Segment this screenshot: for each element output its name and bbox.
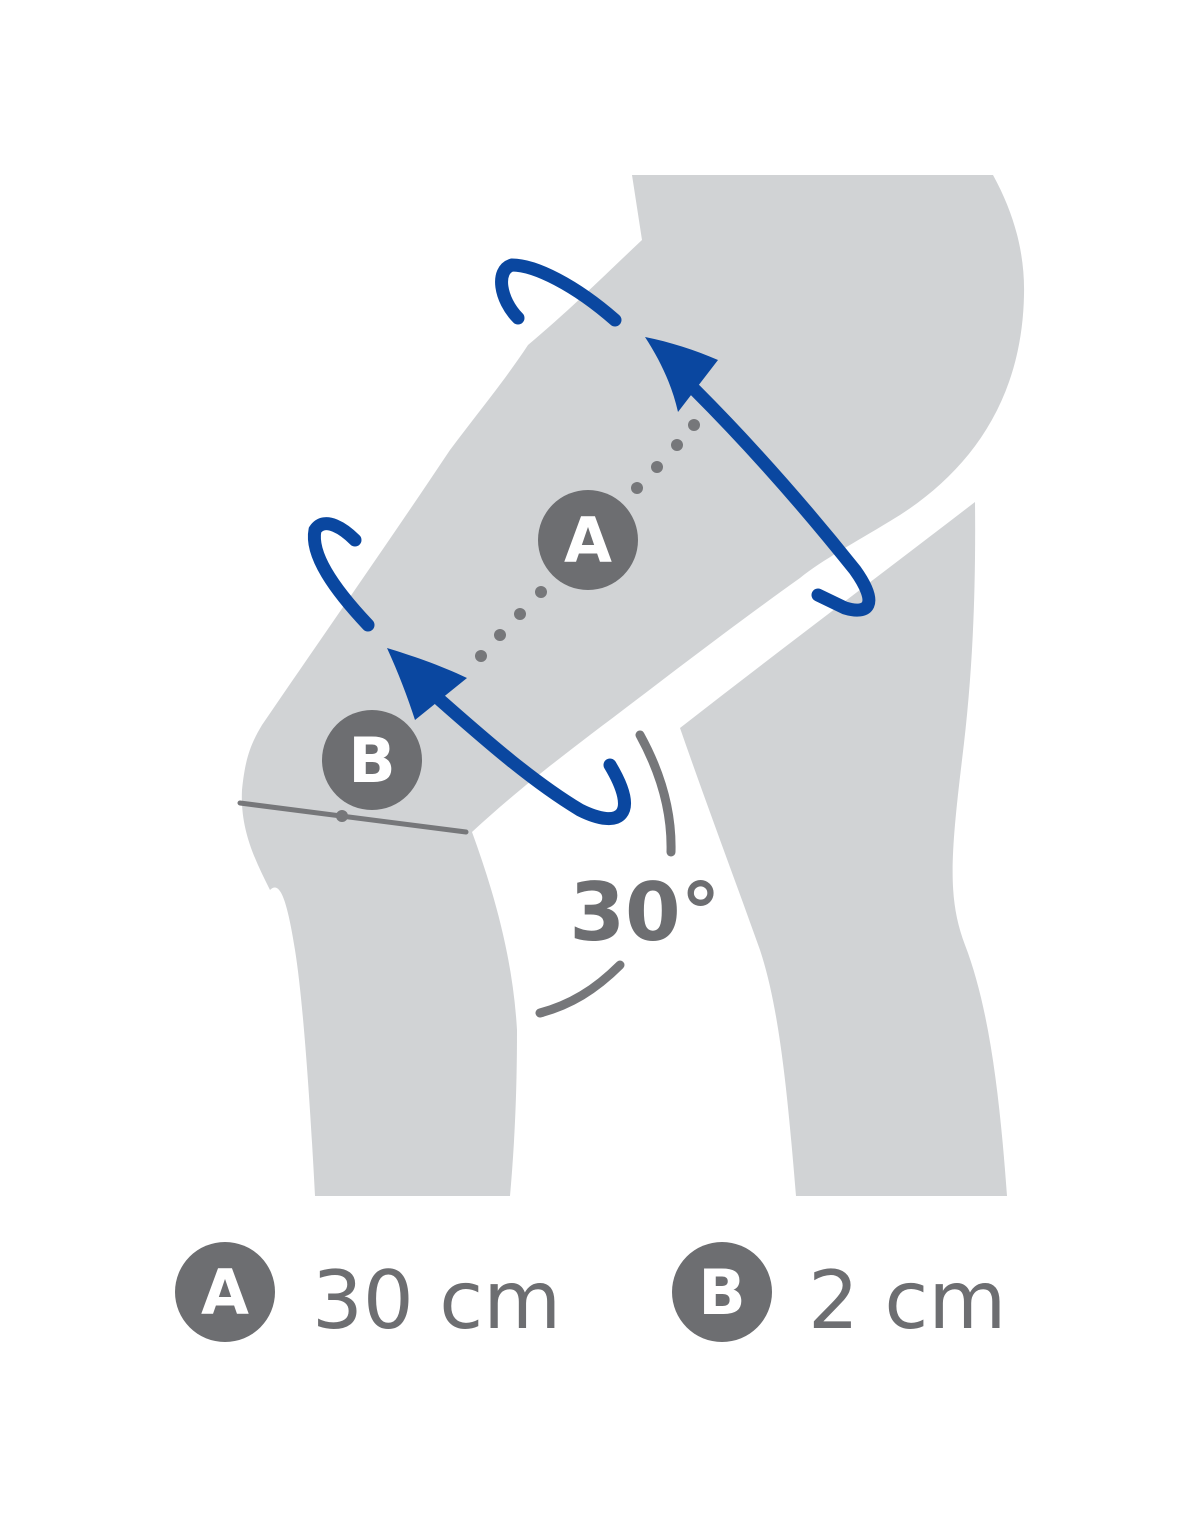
legend-item-a: A 30 cm <box>175 1242 561 1347</box>
marker-b-badge: B <box>322 710 422 810</box>
angle-indicator: 30° <box>535 730 721 1018</box>
angle-label: 30° <box>569 866 720 959</box>
marker-a-letter: A <box>564 504 612 577</box>
knee-reference-line <box>237 800 469 835</box>
distance-dotted-line <box>475 419 700 662</box>
legend-a-marker: A <box>201 1256 249 1329</box>
back-leg-shape <box>680 502 1007 1196</box>
measurement-arrow-upper <box>495 258 876 617</box>
front-leg-shape <box>241 175 1025 1196</box>
legend-a-value: 30 cm <box>312 1254 561 1347</box>
legend-b-marker: B <box>698 1256 745 1329</box>
measurement-arrow-lower <box>307 517 631 825</box>
marker-b-letter: B <box>348 724 395 797</box>
legend: A 30 cm B 2 cm <box>175 1242 1006 1347</box>
marker-a-badge: A <box>538 490 638 590</box>
leg-silhouette <box>241 175 1025 1196</box>
legend-b-value: 2 cm <box>808 1254 1006 1347</box>
legend-item-b: B 2 cm <box>672 1242 1006 1347</box>
